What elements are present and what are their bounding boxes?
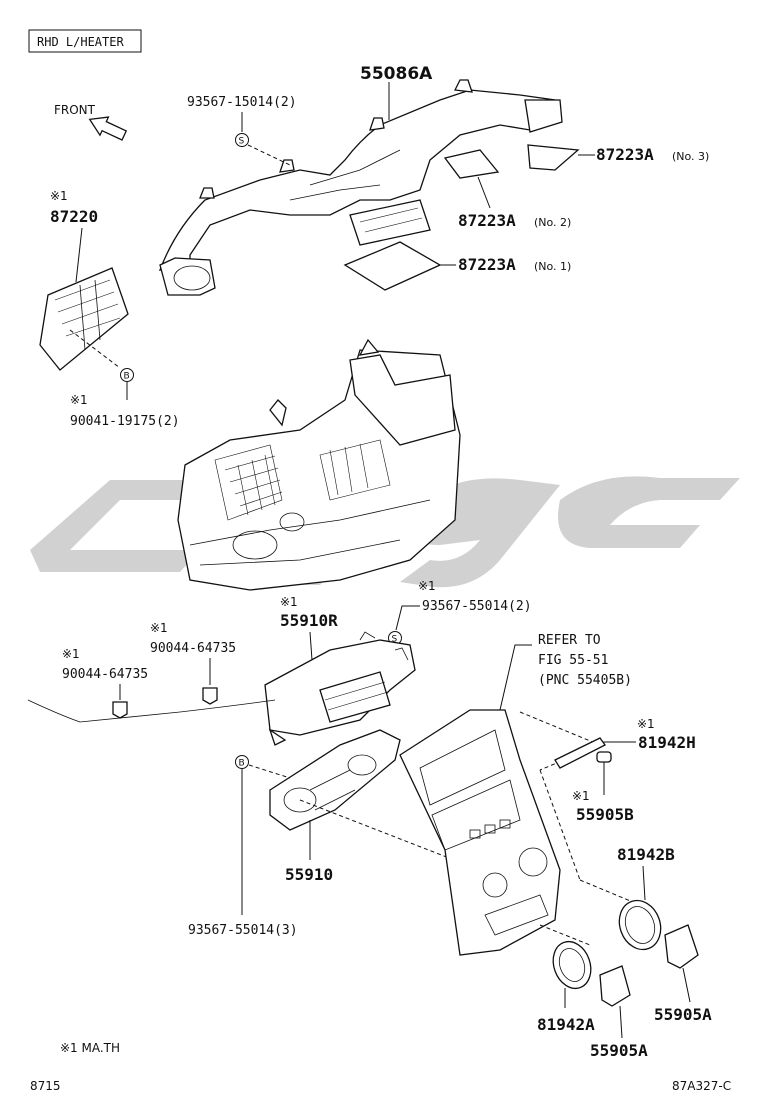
ornament-81942H (554, 737, 606, 769)
control-cable (27, 699, 276, 723)
part-mark-55905B: ※1 (572, 789, 590, 803)
refer-line-3: (PNC 55405B) (538, 673, 632, 688)
ring-81942B (618, 899, 662, 951)
part-label-90041: 90041-19175(2) (70, 414, 180, 429)
bolt-symbol-letter: B (124, 372, 130, 382)
control-panel (269, 729, 401, 831)
dashed-connector (69, 329, 121, 369)
part-label-55905B: 55905B (576, 805, 634, 824)
front-label: FRONT (54, 103, 96, 117)
refer-line-1: REFER TO (538, 633, 601, 648)
part-label-87223A-no1: 87223A (458, 255, 516, 274)
dashed-connector (539, 924, 591, 946)
part-label-87223A-no3: 87223A (596, 145, 654, 164)
dashed-connector (247, 144, 291, 166)
part-label-90044-a: 90044-64735 (150, 641, 236, 656)
illustration-code: 87A327-C (672, 1079, 731, 1093)
clip-b (112, 701, 128, 719)
footnote: ※1 MA.TH (60, 1041, 120, 1055)
screw-symbol-letter: S (239, 137, 245, 147)
knob-55905A-right (664, 924, 699, 969)
part-mark-55910R: ※1 (280, 595, 298, 609)
part-mark-90044-a: ※1 (150, 621, 168, 635)
center-cluster-panel (399, 709, 561, 956)
part-mark-90044-b: ※1 (62, 647, 80, 661)
part-label-55905A-bottom: 55905A (590, 1041, 648, 1060)
leader-87220 (75, 227, 83, 283)
control-bracket (264, 631, 416, 746)
leader-55910R (309, 631, 313, 661)
part-sublabel-87223A-no3: (No. 3) (672, 150, 709, 163)
leader-55905A-bottom (619, 1005, 623, 1039)
part-label-81942B: 81942B (617, 845, 675, 864)
refer-line-2: FIG 55-51 (538, 653, 608, 668)
screw-symbol-icon (235, 133, 249, 147)
part-label-81942H: 81942H (638, 733, 696, 752)
part-label-90044-b: 90044-64735 (62, 667, 148, 682)
region-label: RHD L/HEATER (37, 35, 124, 49)
insulator-pad-no3 (527, 144, 580, 171)
leader-87223A-2 (477, 176, 491, 209)
leader-81942B (642, 865, 646, 901)
bolt-symbol-letter: B (239, 759, 245, 769)
part-sublabel-87223A-no1: (No. 1) (534, 260, 571, 273)
leader-55905A-right (682, 967, 691, 1003)
dashed-connector (248, 764, 291, 779)
bolt-symbol-icon (120, 368, 134, 382)
leader-93567-55014-2 (395, 605, 420, 631)
duct-assembly (158, 79, 563, 296)
insulator-pad-no1 (343, 241, 442, 291)
region-label-box (28, 29, 142, 53)
knob-55905B (596, 751, 612, 763)
heater-unit (177, 338, 461, 591)
part-label-93567-55014-2: 93567-55014(2) (422, 599, 532, 614)
part-sublabel-87223A-no2: (No. 2) (534, 216, 571, 229)
part-mark-90041: ※1 (70, 393, 88, 407)
part-label-55086A: 55086A (360, 64, 433, 84)
page-code: 8715 (30, 1079, 61, 1093)
part-label-87223A-no2: 87223A (458, 211, 516, 230)
part-mark-81942H: ※1 (637, 717, 655, 731)
bolt-symbol-icon (235, 755, 249, 769)
leader-refer (499, 644, 532, 711)
part-label-93567-55014-3: 93567-55014(3) (188, 923, 298, 938)
part-label-93567-15014: 93567-15014(2) (187, 95, 297, 110)
part-label-55910R: 55910R (280, 611, 338, 630)
ring-81942A (552, 940, 592, 990)
side-register (39, 267, 129, 371)
part-mark-87220: ※1 (50, 189, 68, 203)
knob-55905A-bottom (599, 965, 631, 1007)
insulator-pad-no2 (443, 149, 500, 179)
part-label-55905A-right: 55905A (654, 1005, 712, 1024)
part-mark-93567-55014-2: ※1 (418, 579, 436, 593)
part-label-81942A: 81942A (537, 1015, 595, 1034)
part-label-87220: 87220 (50, 207, 98, 226)
clip-a (202, 687, 218, 705)
dashed-connector (519, 711, 641, 906)
part-label-55910: 55910 (285, 865, 333, 884)
screw-symbol-letter: S (392, 635, 398, 645)
front-arrow-icon (88, 116, 128, 141)
